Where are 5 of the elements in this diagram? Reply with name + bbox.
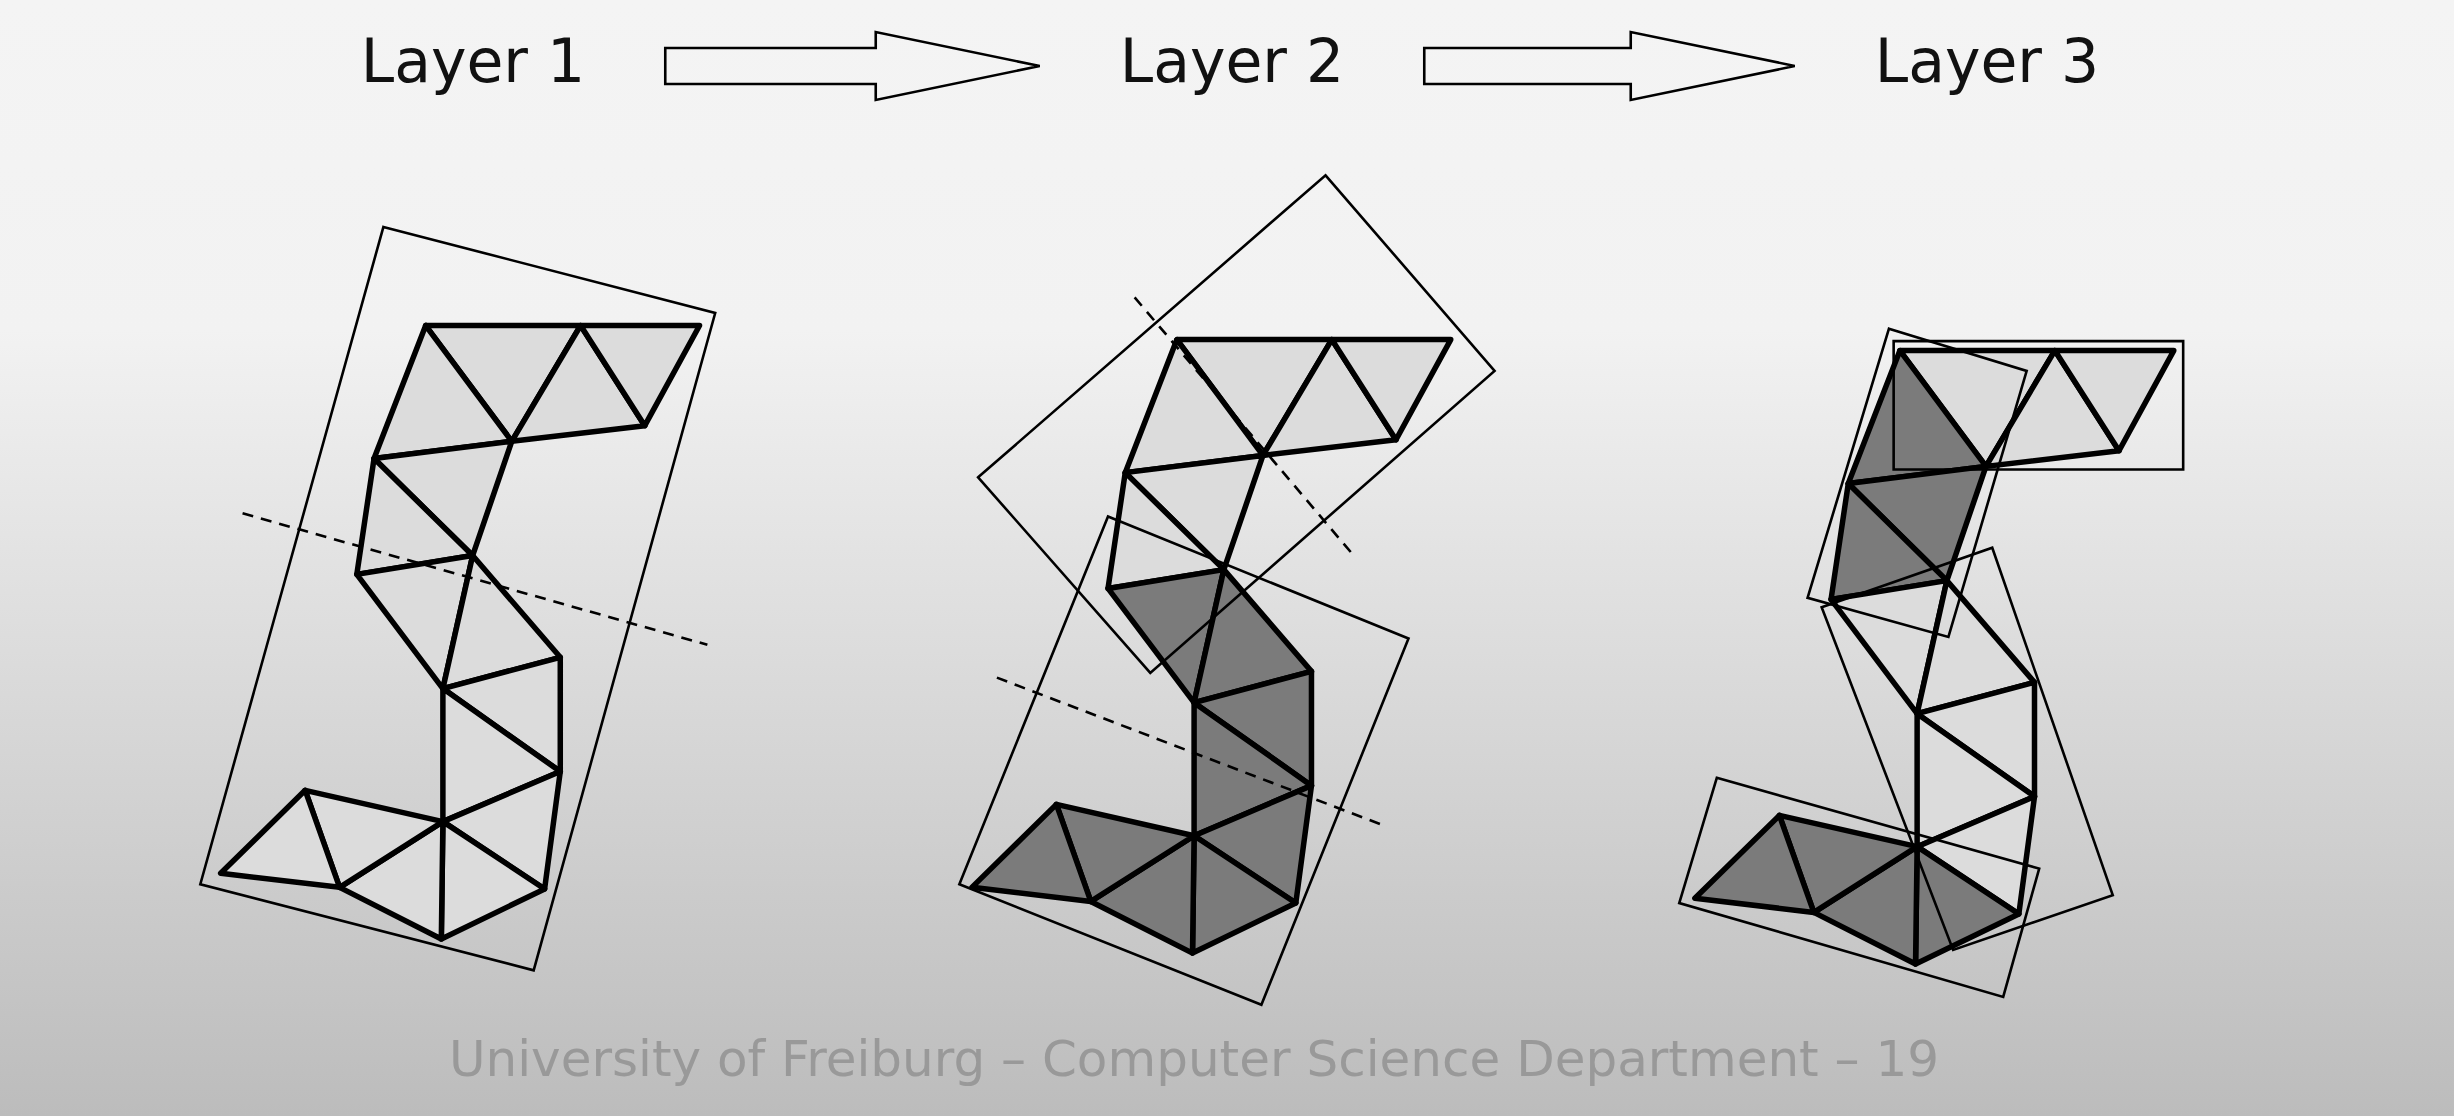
layer-title: Layer 2 — [1119, 28, 1345, 94]
block-arrow — [1422, 30, 1797, 102]
layer-title: Layer 1 — [360, 28, 586, 94]
block-arrow — [663, 30, 1042, 102]
layer-title: Layer 3 — [1874, 28, 2100, 94]
